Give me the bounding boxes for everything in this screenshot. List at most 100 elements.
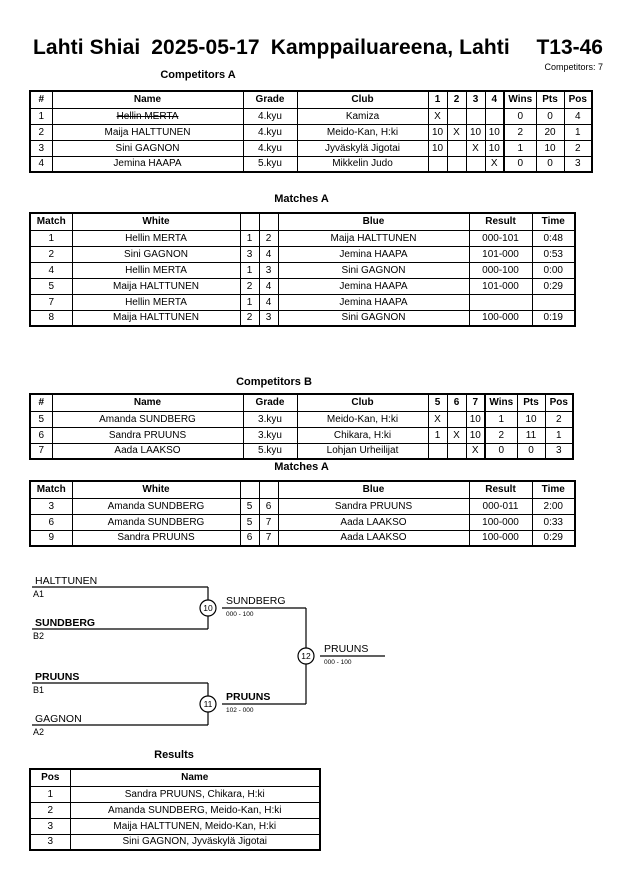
col-vs-5: 5 — [427, 393, 448, 412]
competitor-wins: 0 — [503, 107, 537, 125]
col-vs-4: 4 — [484, 90, 505, 109]
competitor-wins: 0 — [503, 155, 537, 173]
match-white-number: 1 — [239, 229, 260, 247]
result-cell-1 — [446, 139, 467, 157]
match-number: 5 — [29, 277, 73, 295]
result-cell-0: 1 — [427, 426, 448, 444]
result-name: Maija HALTTUNEN, Meido-Kan, H:ki — [69, 817, 321, 835]
result-cell-1 — [446, 155, 467, 173]
col-pos: Pos — [563, 90, 593, 109]
competitor-name: Maija HALTTUNEN — [51, 123, 244, 141]
match-result: 100-000 — [468, 309, 533, 327]
col-pos: Pos — [29, 768, 71, 787]
match-result: 000-011 — [468, 497, 533, 515]
result-name: Amanda SUNDBERG, Meido-Kan, H:ki — [69, 801, 321, 819]
competitor-position: 1 — [563, 123, 593, 141]
match-white-number: 1 — [239, 293, 260, 311]
bracket-entry-seed-3: A2 — [33, 727, 44, 737]
col-vs-1: 1 — [427, 90, 448, 109]
col-num: # — [29, 90, 53, 109]
match-blue-name: Aada LAAKSO — [277, 513, 470, 531]
match-number: 2 — [29, 245, 73, 263]
match-blue-name: Maija HALTTUNEN — [277, 229, 470, 247]
match-number: 4 — [29, 261, 73, 279]
match-number: 9 — [29, 529, 73, 547]
competitor-points: 10 — [516, 410, 546, 428]
competitor-name: Sini GAGNON — [51, 139, 244, 157]
col-result: Result — [468, 212, 533, 231]
competitor-club: Lohjan Urheilijat — [296, 442, 429, 460]
result-position: 1 — [29, 785, 71, 803]
match-blue-name: Sandra PRUUNS — [277, 497, 470, 515]
match-number: 7 — [29, 293, 73, 311]
elimination-bracket: HALTTUNEN A1 SUNDBERG B2 PRUUNS B1 GAGNO… — [0, 565, 630, 740]
competitor-club: Jyväskylä Jigotai — [296, 139, 429, 157]
competitor-position: 1 — [544, 426, 574, 444]
bracket-entry-seed-2: B1 — [33, 685, 44, 695]
bracket-entry-name-3: GAGNON — [35, 713, 82, 725]
competitors-a-caption: Competitors A — [160, 69, 236, 81]
results-caption: Results — [154, 749, 194, 761]
col-grade: Grade — [242, 393, 298, 412]
match-result: 000-100 — [468, 261, 533, 279]
match-blue-number: 4 — [258, 245, 279, 263]
result-cell-3 — [484, 107, 505, 125]
col-club: Club — [296, 90, 429, 109]
result-cell-0: 10 — [427, 123, 448, 141]
competitor-number: 1 — [29, 107, 53, 125]
table-header-row: Match White Blue Result Time — [29, 212, 576, 231]
competitor-grade: 5.kyu — [242, 155, 298, 173]
col-wins: Wins — [484, 393, 518, 412]
match-result: 100-000 — [468, 529, 533, 547]
competitor-number: 5 — [29, 410, 53, 428]
competitor-position: 4 — [563, 107, 593, 125]
result-cell-3: 10 — [484, 139, 505, 157]
competitor-club: Mikkelin Judo — [296, 155, 429, 173]
match-white-name: Amanda SUNDBERG — [71, 513, 241, 531]
match-white-name: Maija HALTTUNEN — [71, 277, 241, 295]
match-blue-name: Jemina HAAPA — [277, 245, 470, 263]
match-white-name: Hellin MERTA — [71, 261, 241, 279]
result-cell-2 — [465, 155, 486, 173]
bracket-winner-11: PRUUNS — [226, 691, 270, 703]
bracket-winner-12: PRUUNS — [324, 643, 368, 655]
col-white-num — [239, 480, 260, 499]
bracket-entry-name-1: SUNDBERG — [35, 617, 95, 629]
result-cell-1 — [446, 410, 467, 428]
matches-b-caption: Matches A — [274, 461, 329, 473]
result-cell-2 — [465, 107, 486, 125]
competitor-grade: 3.kyu — [242, 426, 298, 444]
match-time: 0:19 — [531, 309, 576, 327]
competitors-b-caption: Competitors B — [236, 376, 312, 388]
competitor-grade: 5.kyu — [242, 442, 298, 460]
competitor-points: 10 — [535, 139, 565, 157]
match-time: 0:53 — [531, 245, 576, 263]
col-blue-num — [258, 212, 279, 231]
table-header-row: Match White Blue Result Time — [29, 480, 576, 499]
competitor-club: Meido-Kan, H:ki — [296, 123, 429, 141]
competitor-position: 3 — [544, 442, 574, 460]
match-white-name: Hellin MERTA — [71, 229, 241, 247]
result-cell-1 — [446, 107, 467, 125]
match-blue-name: Sini GAGNON — [277, 309, 470, 327]
col-match: Match — [29, 212, 73, 231]
competitor-points: 0 — [535, 107, 565, 125]
col-blue: Blue — [277, 480, 470, 499]
result-cell-0 — [427, 155, 448, 173]
col-vs-2: 2 — [446, 90, 467, 109]
match-result: 100-000 — [468, 513, 533, 531]
competitor-position: 3 — [563, 155, 593, 173]
match-white-number: 2 — [239, 277, 260, 295]
competitor-number: 3 — [29, 139, 53, 157]
